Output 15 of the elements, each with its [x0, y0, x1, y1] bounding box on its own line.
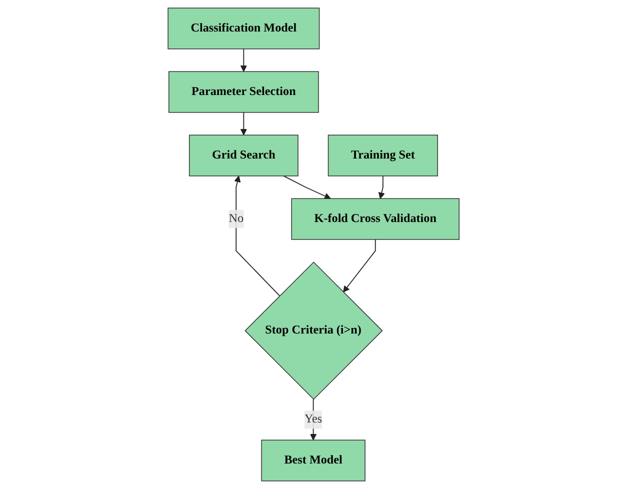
edge-label: Yes [304, 412, 322, 426]
arrow [240, 112, 247, 136]
node-box: Classification Model [168, 8, 320, 50]
arrow [342, 239, 376, 292]
node-box: Parameter Selection [168, 71, 319, 113]
node-box: K-fold Cross Validation [291, 198, 460, 240]
arrow [378, 175, 385, 199]
node-box: Training Set [328, 134, 438, 176]
node-box: Grid Search [188, 134, 298, 176]
arrow [283, 175, 331, 200]
node-box: Best Model [261, 440, 366, 482]
arrow [240, 48, 247, 72]
edge-label: No [228, 212, 244, 226]
node-diamond: Stop Criteria (i>n) [244, 262, 383, 400]
arrow [234, 176, 280, 296]
